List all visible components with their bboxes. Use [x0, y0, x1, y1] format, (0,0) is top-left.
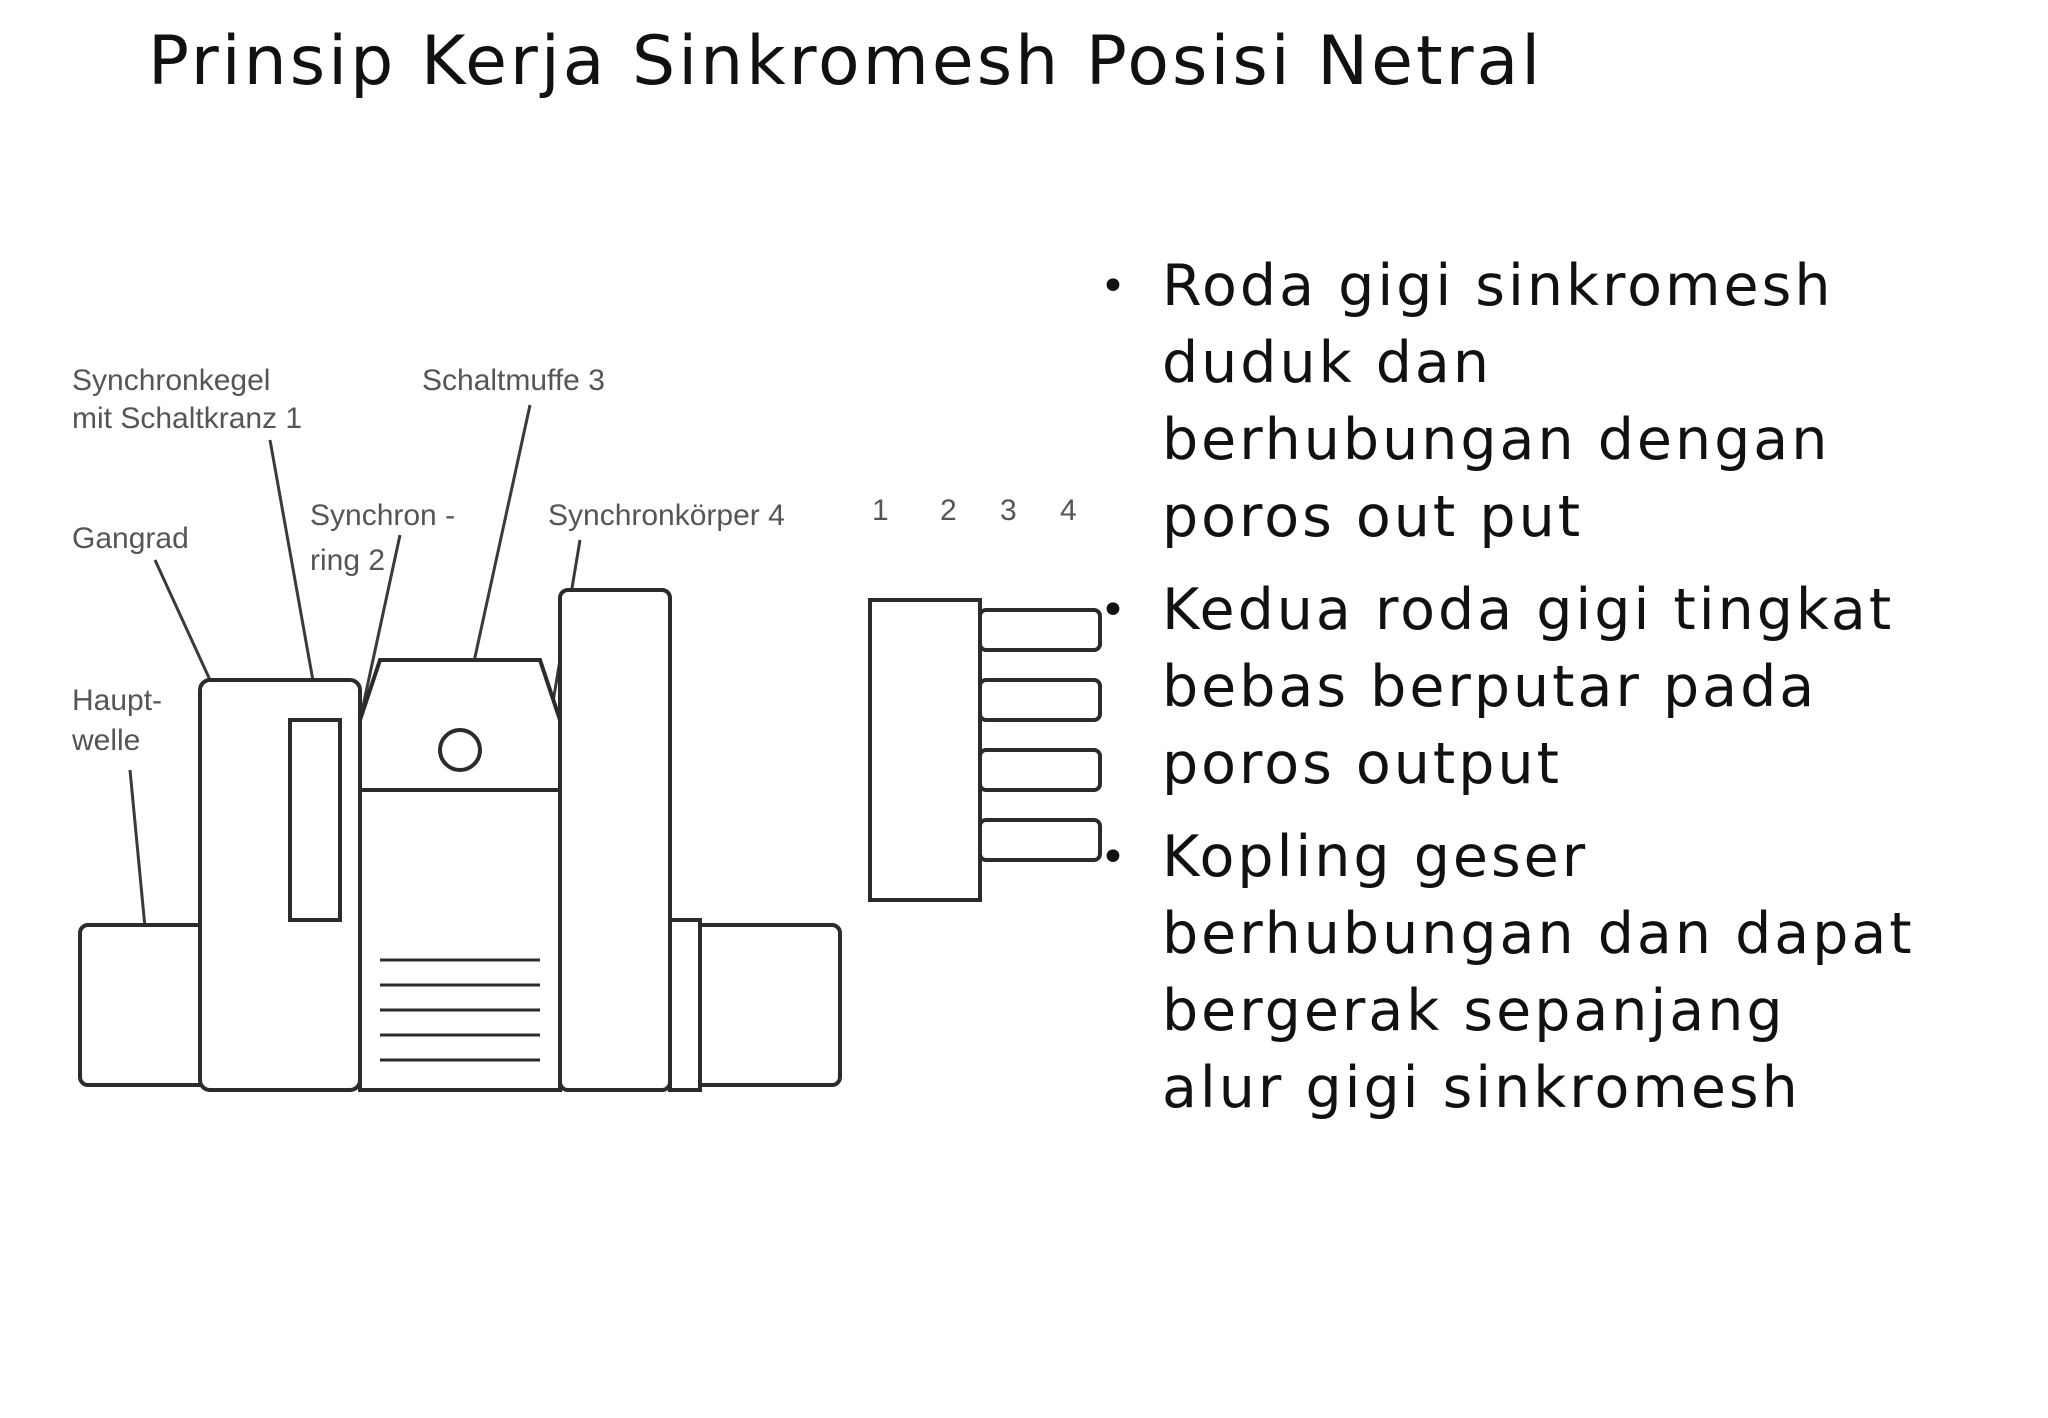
leader-schaltmuffe	[468, 404, 532, 681]
bullet-line: berhubungan dan dapat	[1162, 901, 1915, 967]
bullet-item: • Roda gigi sinkromesh duduk dan berhubu…	[1090, 248, 2030, 556]
label-synchronkegel-1: Synchronkegel	[72, 364, 270, 397]
label-hauptwelle-1: Haupt-	[72, 684, 162, 717]
bullet-line: berhubungan dengan	[1162, 407, 1831, 473]
bullet-line: poros output	[1162, 731, 1562, 797]
detail-number-2: 2	[940, 494, 957, 527]
label-schaltmuffe: Schaltmuffe 3	[422, 364, 605, 397]
slide-title: Prinsip Kerja Sinkromesh Posisi Netral	[148, 22, 1544, 101]
bullet-line: Roda gigi sinkromesh	[1162, 253, 1834, 319]
bullet-dot-icon: •	[1100, 832, 1129, 883]
spacer-right	[668, 918, 702, 1092]
label-synchronkegel-2: mit Schaltkranz 1	[72, 402, 302, 435]
leader-synchronring	[358, 534, 402, 721]
synchro-cone-left	[288, 718, 342, 922]
bullet-line: bebas berputar pada	[1162, 654, 1818, 720]
bullet-item: • Kedua roda gigi tingkat bebas berputar…	[1090, 572, 2030, 803]
bullet-dot-icon: •	[1100, 585, 1129, 636]
detail-number-1: 1	[872, 494, 889, 527]
bullet-item: • Kopling geser berhubungan dan dapat be…	[1090, 819, 2030, 1127]
label-gangrad: Gangrad	[72, 522, 189, 555]
bullet-line: poros out put	[1162, 484, 1584, 550]
leader-synchronkegel	[268, 439, 322, 721]
bullet-line: alur gigi sinkromesh	[1162, 1055, 1801, 1121]
bullet-line: duduk dan	[1162, 330, 1492, 396]
detail-number-4: 4	[1060, 494, 1077, 527]
detent-ball	[438, 728, 482, 772]
bullet-line: bergerak sepanjang	[1162, 978, 1786, 1044]
detail-block	[868, 598, 982, 902]
label-hauptwelle-2: welle	[71, 724, 140, 757]
synchromesh-diagram: Synchronkegel mit Schaltkranz 1 Schaltmu…	[71, 364, 1102, 1092]
label-synchronring-2: ring 2	[310, 544, 385, 577]
bullet-list: • Roda gigi sinkromesh duduk dan berhubu…	[1090, 248, 2030, 1143]
gear-right	[558, 588, 672, 1092]
detail-teeth	[978, 608, 1102, 862]
label-synchronring-1: Synchron -	[310, 499, 455, 532]
label-synchronkorper: Synchronkörper 4	[548, 499, 785, 532]
bullet-dot-icon: •	[1100, 261, 1129, 312]
bullet-line: Kedua roda gigi tingkat	[1162, 577, 1895, 643]
hub-hatching	[380, 958, 540, 1062]
synchro-hub	[358, 788, 562, 1092]
bullet-line: Kopling geser	[1162, 824, 1589, 890]
leader-gangrad	[153, 559, 212, 681]
detail-number-3: 3	[1000, 494, 1017, 527]
